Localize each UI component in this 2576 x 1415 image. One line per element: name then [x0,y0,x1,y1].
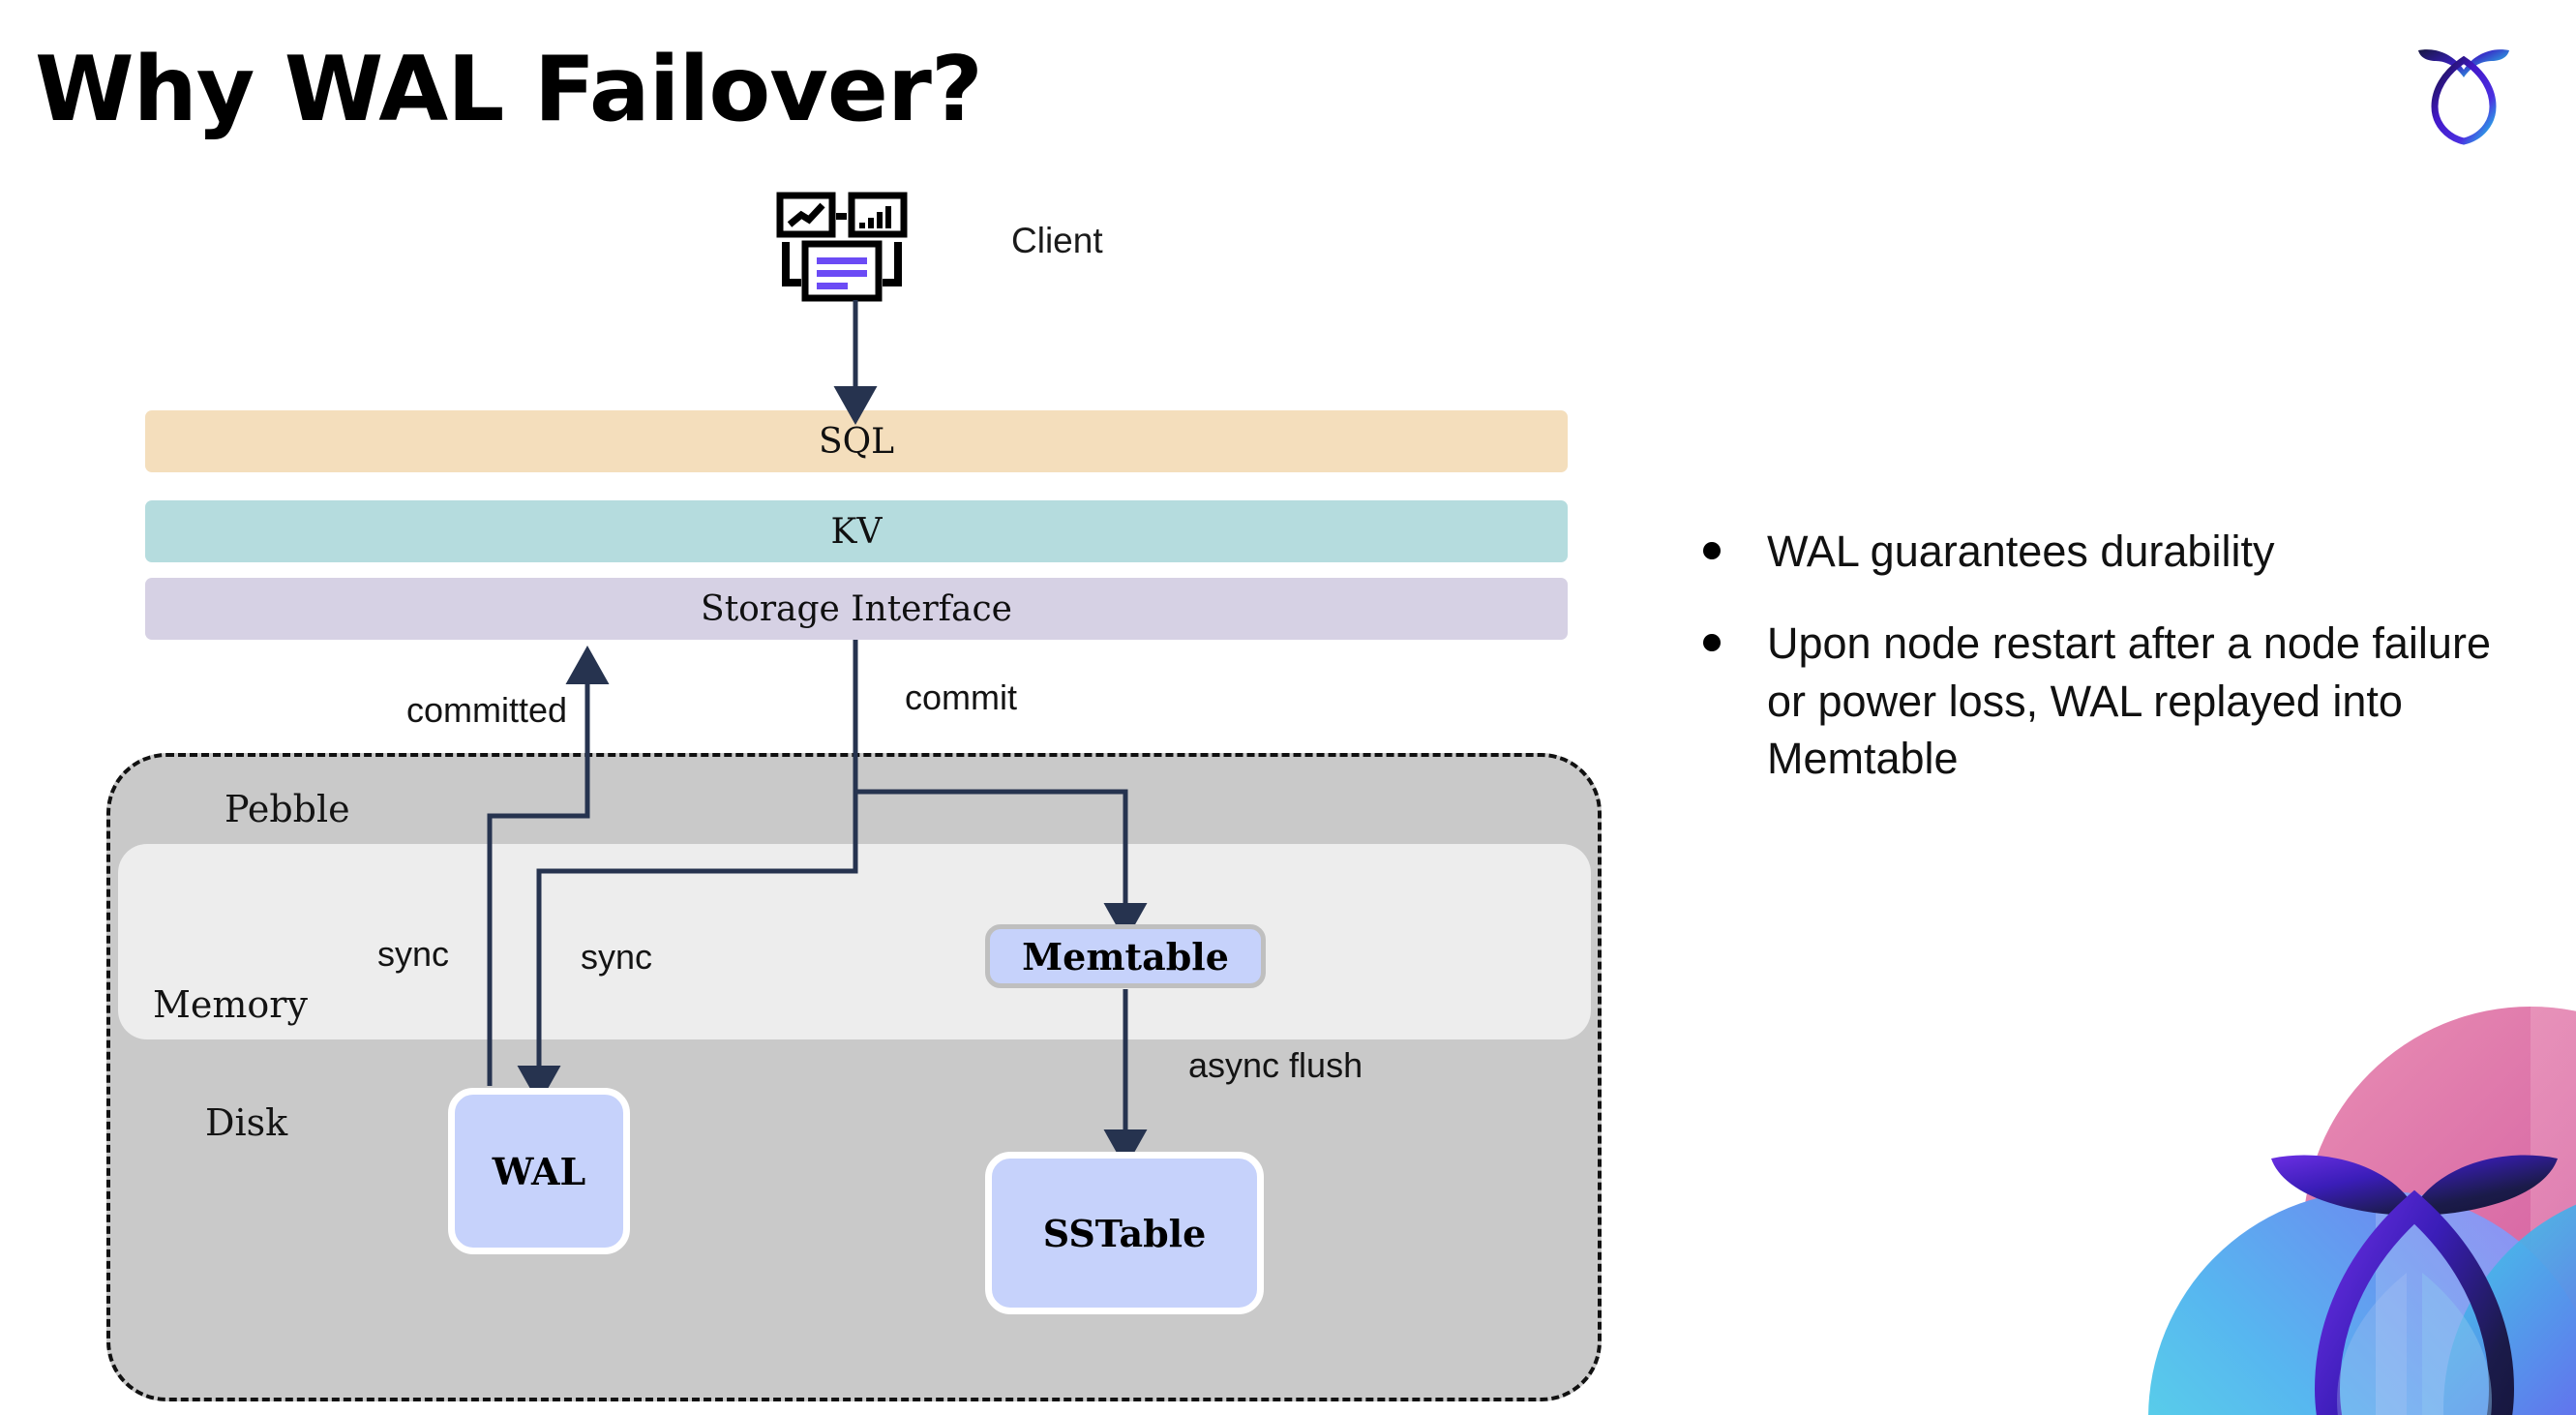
memory-region [118,844,1591,1039]
edge-label-async-flush: async flush [1188,1045,1363,1085]
node-wal[interactable]: WAL [448,1088,630,1254]
bullet-text: Upon node restart after a node failure o… [1767,618,2491,784]
layer-bar-sql[interactable]: SQL [145,410,1568,472]
client-dashboard-icon [774,192,929,308]
architecture-diagram: Client SQL KV Storage Interface Pebble M… [106,192,1602,1401]
edge-label-committed: committed [406,690,568,730]
node-wal-label: WAL [492,1149,586,1193]
layer-label-storage-interface: Storage Interface [701,588,1012,629]
layer-label-sql: SQL [818,421,895,462]
disk-label: Disk [205,1101,288,1144]
pebble-label: Pebble [225,788,350,830]
cockroachdb-logo [2407,31,2521,145]
memory-label: Memory [153,983,308,1026]
node-sstable[interactable]: SSTable [985,1152,1264,1314]
cockroachdb-watermark-graphic [1989,953,2576,1415]
bullet-list: WAL guarantees durability Upon node rest… [1703,523,2516,823]
list-item: WAL guarantees durability [1703,523,2516,580]
node-memtable-label: Memtable [1022,934,1229,978]
layer-label-kv: KV [830,511,883,552]
layer-bar-kv[interactable]: KV [145,500,1568,562]
edge-label-commit: commit [905,677,1017,717]
edge-label-sync-down: sync [581,937,653,977]
list-item: Upon node restart after a node failure o… [1703,615,2516,787]
layer-bar-storage-interface[interactable]: Storage Interface [145,578,1568,640]
bullet-dot-icon [1703,542,1721,559]
page-title: Why WAL Failover? [35,37,983,141]
bullet-dot-icon [1703,634,1721,652]
node-sstable-label: SSTable [1042,1211,1207,1255]
node-memtable[interactable]: Memtable [985,924,1266,988]
edge-label-sync-up: sync [377,934,450,974]
bullet-text: WAL guarantees durability [1767,527,2275,576]
client-label: Client [1011,221,1103,260]
